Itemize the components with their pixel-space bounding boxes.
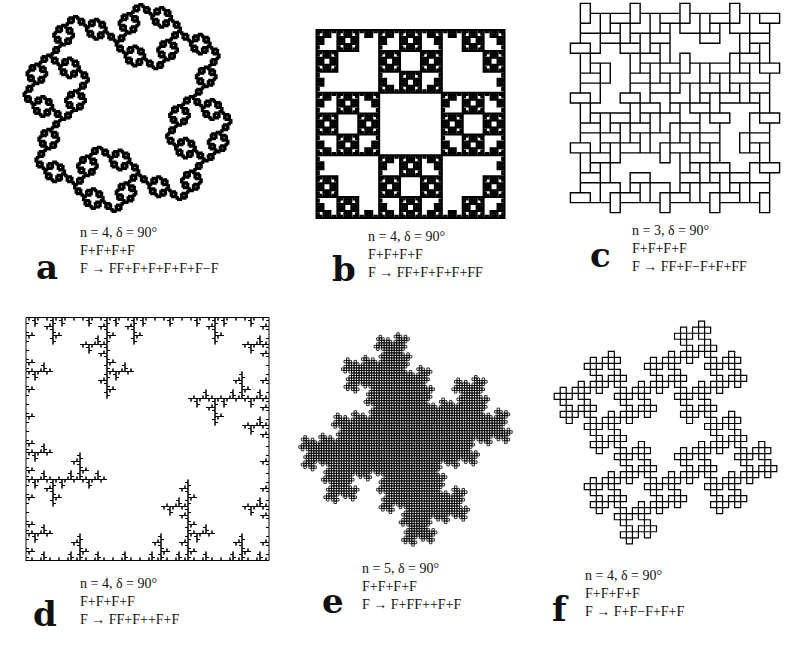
panel-letter: f (552, 592, 567, 626)
lsystem-fractal (317, 30, 505, 218)
parameter-text: n = 4, δ = 90° (585, 567, 684, 585)
axiom-text: F+F+F+F (362, 578, 461, 596)
rule-text: F → FF+F++F+F (80, 611, 179, 629)
rule-block: n = 4, δ = 90°F+F+F+FF → F+F−F+F+F (585, 567, 684, 621)
panel-letter: a (36, 250, 58, 284)
lsystem-fractal (26, 318, 269, 561)
panel-letter: d (33, 597, 57, 631)
lsystem-fractal (24, 4, 232, 212)
rule-text: F → F+FF++F+F (362, 596, 461, 614)
rule-text: F → F+F−F+F+F (585, 603, 684, 621)
rule-text: F → FF+F+F+F+FF (368, 264, 483, 282)
rule-block: n = 4, δ = 90°F+F+F+FF → FF+F+F+F+F+F−F (80, 224, 218, 278)
axiom-text: F+F+F+F (632, 240, 747, 258)
panel-letter: c (590, 238, 611, 272)
rule-block: n = 4, δ = 90°F+F+F+FF → FF+F+F+F+FF (368, 228, 483, 282)
axiom-text: F+F+F+F (368, 246, 483, 264)
rule-text: F → FF+F−F+F+FF (632, 258, 747, 276)
lsystem-fractal (570, 3, 779, 212)
axiom-text: F+F+F+F (80, 593, 179, 611)
axiom-text: F+F+F+F (585, 585, 684, 603)
parameter-text: n = 4, δ = 90° (80, 575, 179, 593)
panel-letter: e (322, 584, 344, 618)
axiom-text: F+F+F+F (80, 242, 218, 260)
rule-block: n = 5, δ = 90°F+F+F+FF → F+FF++F+F (362, 560, 461, 614)
parameter-text: n = 4, δ = 90° (368, 228, 483, 246)
panel-letter: b (332, 252, 356, 286)
parameter-text: n = 3, δ = 90° (632, 222, 747, 240)
rule-block: n = 4, δ = 90°F+F+F+FF → FF+F++F+F (80, 575, 179, 629)
lsystem-fractal (299, 333, 512, 546)
lsystem-fractal (554, 321, 777, 544)
rule-text: F → FF+F+F+F+F+F−F (80, 260, 218, 278)
parameter-text: n = 4, δ = 90° (80, 224, 218, 242)
rule-block: n = 3, δ = 90°F+F+F+FF → FF+F−F+F+FF (632, 222, 747, 276)
parameter-text: n = 5, δ = 90° (362, 560, 461, 578)
